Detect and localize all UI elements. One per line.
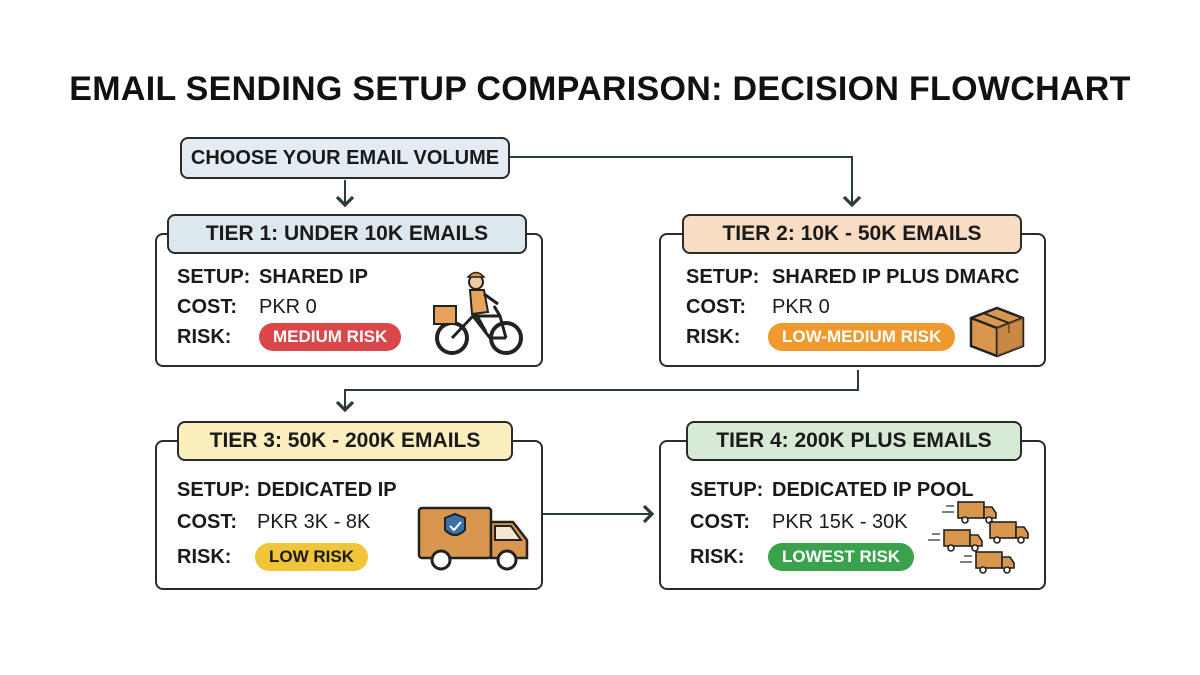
tier-1-cost-value: PKR 0: [259, 296, 317, 318]
tier-2-risk-row: RISK: LOW-MEDIUM RISK: [686, 323, 956, 351]
tier-1-risk-row: RISK: MEDIUM RISK: [177, 323, 402, 351]
cost-key: COST:: [690, 511, 750, 533]
tier-1-cost-row: COST: PKR 0: [177, 296, 317, 319]
tier-4-cost-value: PKR 15K - 30K: [772, 511, 908, 533]
arrow-start-to-tier2: [510, 156, 862, 208]
setup-key: SETUP:: [177, 479, 251, 501]
choose-volume-box: CHOOSE YOUR EMAIL VOLUME: [180, 137, 510, 179]
tier-4-setup-value: DEDICATED IP POOL: [772, 479, 974, 501]
cost-key: COST:: [177, 296, 237, 318]
tier-1-label-text: TIER 1: UNDER 10K EMAILS: [205, 222, 489, 245]
tier-3-label: TIER 3: 50K - 200K EMAILS: [177, 421, 513, 461]
choose-volume-label: CHOOSE YOUR EMAIL VOLUME: [190, 146, 500, 169]
setup-key: SETUP:: [686, 266, 760, 288]
tier-2-setup-value: SHARED IP PLUS DMARC: [772, 266, 1020, 288]
truck-fleet-icon: [928, 501, 1029, 574]
tier-2-label-text: TIER 2: 10K - 50K EMAILS: [722, 222, 982, 245]
tier-4-setup-row: SETUP: DEDICATED IP POOL: [690, 479, 974, 502]
tier-1-label: TIER 1: UNDER 10K EMAILS: [167, 214, 527, 254]
tier-3-setup-value: DEDICATED IP: [257, 479, 397, 501]
tier-4-risk-row: RISK: LOWEST RISK: [690, 543, 915, 571]
cost-key: COST:: [686, 296, 746, 318]
tier-3-cost-value: PKR 3K - 8K: [257, 511, 371, 533]
delivery-bicycle-icon: [433, 271, 523, 355]
tier-4-cost-row: COST: PKR 15K - 30K: [690, 511, 908, 534]
tier-3-risk-row: RISK: LOW RISK: [177, 543, 368, 571]
tier-1-risk-badge: MEDIUM RISK: [259, 323, 402, 351]
setup-key: SETUP:: [177, 266, 251, 288]
risk-key: RISK:: [177, 325, 232, 348]
tier-2-label: TIER 2: 10K - 50K EMAILS: [682, 214, 1022, 254]
page-title: EMAIL SENDING SETUP COMPARISON: DECISION…: [69, 70, 1131, 108]
risk-key: RISK:: [177, 545, 232, 568]
delivery-van-icon: [417, 506, 529, 571]
tier-4-risk-badge: LOWEST RISK: [768, 543, 915, 571]
tier-4-label: TIER 4: 200K PLUS EMAILS: [686, 421, 1022, 461]
tier-4-label-text: TIER 4: 200K PLUS EMAILS: [716, 429, 992, 452]
tier-2-setup-row: SETUP: SHARED IP PLUS DMARC: [686, 266, 1019, 289]
tier-3-cost-row: COST: PKR 3K - 8K: [177, 511, 370, 534]
arrow-tier2-to-tier3: [335, 370, 859, 413]
risk-key: RISK:: [690, 545, 745, 568]
package-box-icon: [969, 306, 1025, 358]
tier-3-risk-badge: LOW RISK: [255, 543, 368, 571]
tier-1-setup-value: SHARED IP: [259, 266, 368, 288]
tier-1-setup-row: SETUP: SHARED IP: [177, 266, 368, 289]
risk-key: RISK:: [686, 325, 741, 348]
tier-2-cost-row: COST: PKR 0: [686, 296, 830, 319]
tier-2-cost-value: PKR 0: [772, 296, 830, 318]
tier-2-risk-badge: LOW-MEDIUM RISK: [768, 323, 956, 351]
tier-3-label-text: TIER 3: 50K - 200K EMAILS: [209, 429, 481, 452]
tier-3-setup-row: SETUP: DEDICATED IP: [177, 479, 397, 502]
setup-key: SETUP:: [690, 479, 764, 501]
cost-key: COST:: [177, 511, 237, 533]
